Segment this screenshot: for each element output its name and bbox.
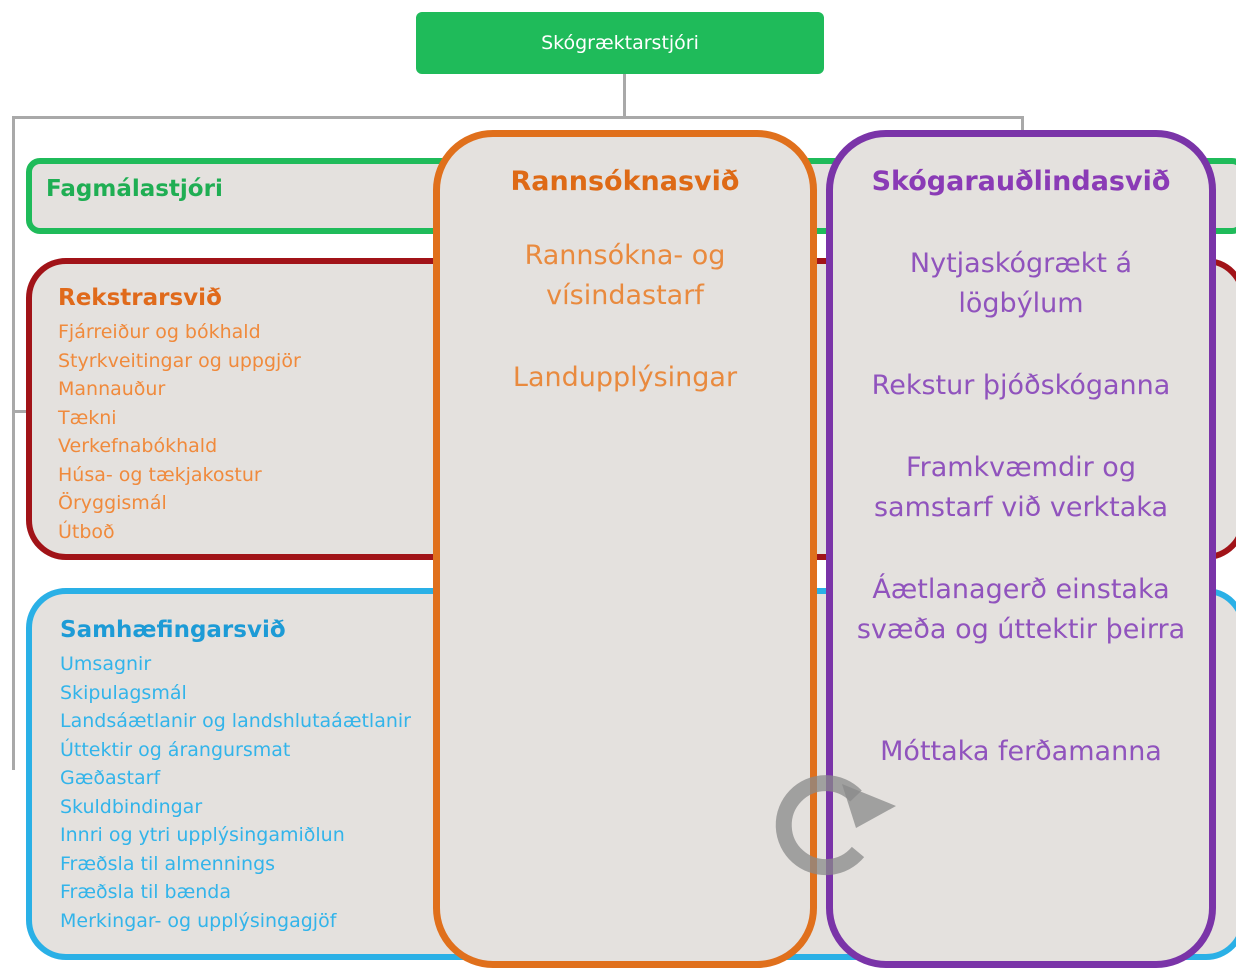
connector-vertical-top <box>623 74 626 118</box>
samhaefing-item: Landsáætlanir og landshlutaáætlanir <box>60 710 411 732</box>
connector-horizontal <box>12 116 1024 119</box>
samhaefing-item: Fræðsla til almennings <box>60 852 276 875</box>
samhaefing-item: Merkingar- og upplýsingagjöf <box>60 909 337 932</box>
skogar-title: Skógarauðlindasvið <box>871 166 1171 197</box>
fagmal-title: Fagmálastjóri <box>46 176 223 202</box>
rekstur-list: Fjárreiður og bókhald Styrkveitingar og … <box>58 318 301 546</box>
samhaefing-item: Skipulagsmál <box>60 681 187 704</box>
rannsokn-column <box>433 130 817 968</box>
rannsokn-title: Rannsóknasvið <box>510 166 740 197</box>
samhaefing-item: Innri og ytri upplýsingamiðlun <box>60 824 345 846</box>
rekstur-item: Verkefnabókhald <box>58 435 218 457</box>
samhaefing-item: Skuldbindingar <box>60 795 203 818</box>
samhaefing-title: Samhæfingarsvið <box>60 617 286 643</box>
skogar-item: Áætlanagerð einstaka svæða og úttektir þ… <box>856 574 1186 645</box>
skogar-column <box>826 130 1216 968</box>
skogar-item: Móttaka ferðamanna <box>880 736 1162 767</box>
samhaefing-item: Fræðsla til bænda <box>60 881 232 903</box>
connector-tick-rekstur <box>12 410 28 413</box>
rekstur-item: Tækni <box>58 406 117 429</box>
rekstur-item: Mannauður <box>58 378 166 400</box>
rekstur-title: Rekstrarsvið <box>58 285 222 311</box>
skogar-item: Nytjaskógrækt á lögbýlum <box>909 248 1133 319</box>
skogar-item: Rekstur þjóðskóganna <box>871 370 1171 401</box>
director-label: Skógræktarstjóri <box>541 32 699 54</box>
rekstur-item: Styrkveitingar og uppgjör <box>58 349 301 372</box>
connector-vertical-right <box>1021 116 1024 132</box>
rekstur-item: Húsa- og tækjakostur <box>58 463 262 486</box>
samhaefing-item: Gæðastarf <box>60 767 161 789</box>
samhaefing-list: Umsagnir Skipulagsmál Landsáætlanir og l… <box>60 650 411 935</box>
skogar-item: Framkvæmdir og samstarf við verktaka <box>873 452 1169 523</box>
rekstur-item: Fjárreiður og bókhald <box>58 321 261 343</box>
rekstur-item: Öryggismál <box>58 492 167 514</box>
connector-vertical-left <box>12 116 15 770</box>
rannsokn-item: Landupplýsingar <box>512 362 738 393</box>
rekstur-item: Útboð <box>58 520 115 543</box>
rannsokn-item: Rannsókna- og vísindastarf <box>524 240 726 311</box>
director-box: Skógræktarstjóri <box>416 12 824 74</box>
samhaefing-item: Umsagnir <box>60 653 152 675</box>
cycle-arrow-icon <box>775 775 896 876</box>
samhaefing-item: Úttektir og árangursmat <box>60 738 291 761</box>
